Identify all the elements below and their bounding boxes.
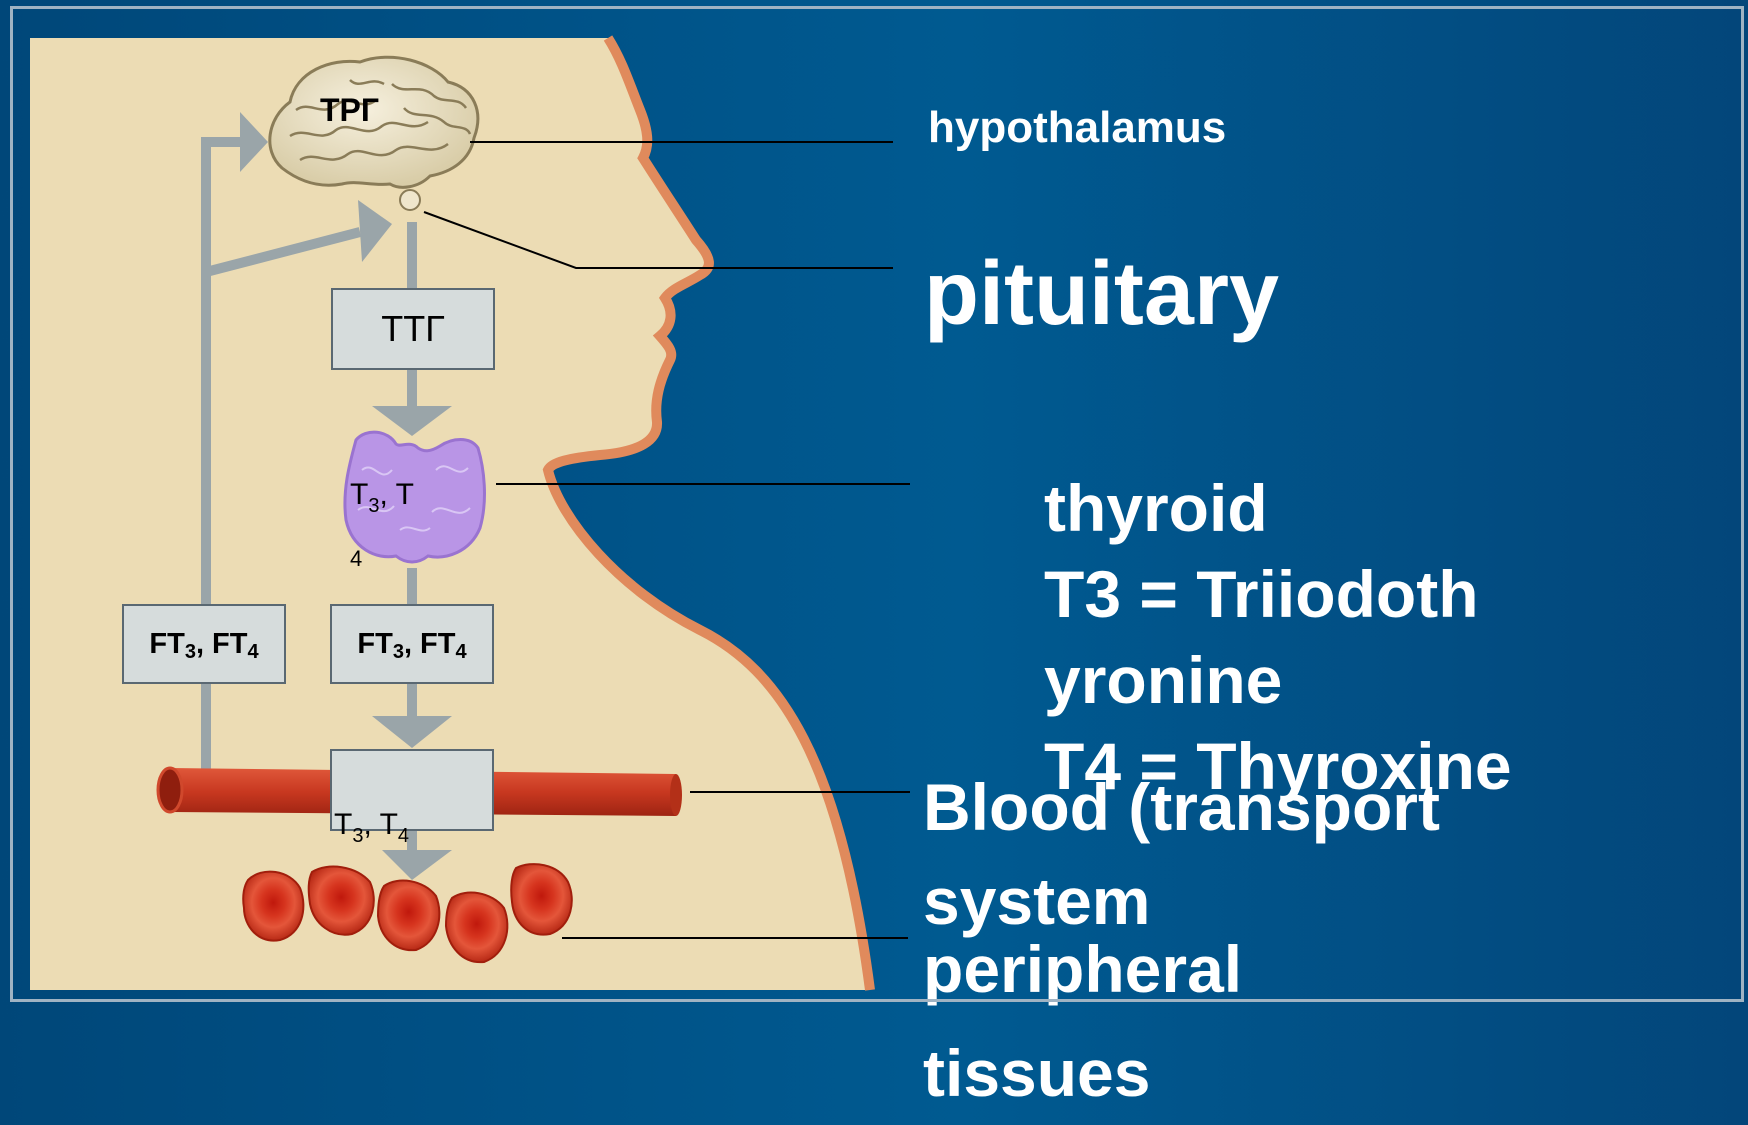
slide-frame bbox=[10, 6, 1744, 1002]
